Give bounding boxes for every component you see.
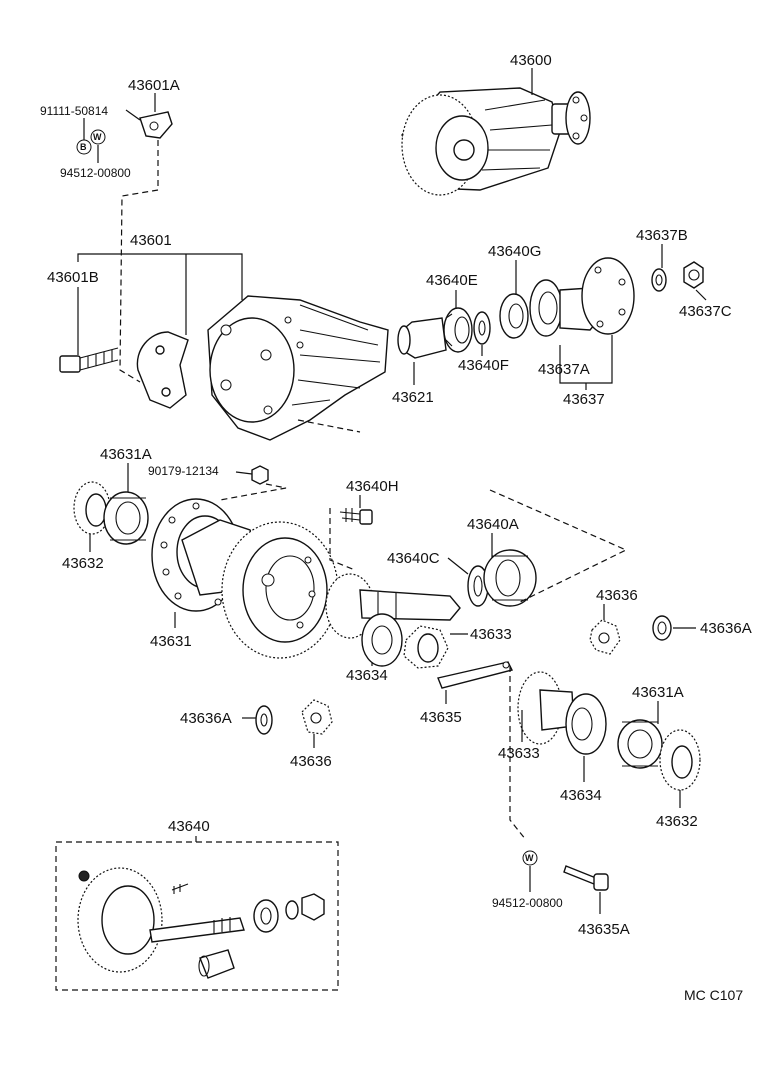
bolt-mark-icon bbox=[76, 139, 92, 155]
bolt-mark-letter: B bbox=[80, 142, 87, 152]
label-43631A-right: 43631A bbox=[632, 684, 684, 701]
bracket-43601A bbox=[139, 111, 173, 139]
label-43640C: 43640C bbox=[387, 550, 440, 567]
bearing-cup-43631A-left bbox=[103, 491, 149, 545]
label-43633-bottom: 43633 bbox=[498, 745, 540, 762]
diagram-code: MC C107 bbox=[684, 987, 743, 1003]
side-gear-43633-bottom bbox=[517, 671, 575, 745]
thrust-washer-43634-left bbox=[361, 613, 403, 667]
label-43632-right: 43632 bbox=[656, 813, 698, 830]
bearing-43640A bbox=[483, 549, 537, 607]
label-43640E: 43640E bbox=[426, 272, 478, 289]
nut-43637C bbox=[683, 261, 704, 289]
oil-seal-43640G bbox=[499, 293, 529, 339]
label-43631A-left: 43631A bbox=[100, 446, 152, 463]
pinion-shaft-43635 bbox=[437, 661, 514, 689]
pinion-gear-43636-right bbox=[589, 619, 621, 655]
bearing-cup-43631A-right bbox=[617, 719, 663, 769]
washer-43637B bbox=[651, 268, 667, 292]
lock-pin-43635A bbox=[563, 865, 609, 891]
drive-pinion bbox=[325, 573, 461, 639]
washer-mark-bottom-letter: W bbox=[525, 853, 534, 863]
kit-43640-box bbox=[55, 841, 339, 991]
pinion-gear-43636-left bbox=[301, 699, 333, 735]
bearing-cone-43632-right bbox=[659, 729, 701, 791]
washer-mark-icon bbox=[90, 129, 106, 145]
label-43636-right: 43636 bbox=[596, 587, 638, 604]
label-43637C: 43637C bbox=[679, 303, 732, 320]
washer-mark-letter: W bbox=[93, 132, 102, 142]
label-43640A: 43640A bbox=[467, 516, 519, 533]
label-43631: 43631 bbox=[150, 633, 192, 650]
spacer-43640F bbox=[473, 311, 491, 345]
ring-gear bbox=[221, 521, 339, 659]
label-43601: 43601 bbox=[130, 232, 172, 249]
label-43601B: 43601B bbox=[47, 269, 99, 286]
label-43636A-left: 43636A bbox=[180, 710, 232, 727]
thrust-washer-43636A-left bbox=[255, 705, 273, 735]
thrust-washer-43636A-right bbox=[652, 615, 672, 641]
label-43634-right: 43634 bbox=[560, 787, 602, 804]
differential-housing bbox=[207, 295, 389, 441]
label-43640F: 43640F bbox=[458, 357, 509, 374]
label-91111-50814: 91111-50814 bbox=[40, 104, 108, 118]
bearing-cone-43632-left bbox=[73, 481, 111, 535]
label-43634-left: 43634 bbox=[346, 667, 388, 684]
label-43640H: 43640H bbox=[346, 478, 399, 495]
bearing-cap-43601 bbox=[136, 331, 189, 409]
thrust-washer-43634-right bbox=[565, 693, 607, 755]
label-43601A-top: 43601A bbox=[128, 77, 180, 94]
differential-carrier-assembly bbox=[401, 87, 591, 196]
label-43640: 43640 bbox=[168, 818, 210, 835]
label-43637A: 43637A bbox=[538, 361, 590, 378]
label-43640G: 43640G bbox=[488, 243, 541, 260]
label-43635A: 43635A bbox=[578, 921, 630, 938]
companion-flange-43637A bbox=[529, 257, 635, 337]
label-94512-00800-bottom: 94512-00800 bbox=[492, 896, 563, 910]
label-43636A-right: 43636A bbox=[700, 620, 752, 637]
label-94512-00800-top: 94512-00800 bbox=[60, 166, 131, 180]
nut-90179-12134 bbox=[251, 465, 269, 485]
bolt-43640H bbox=[339, 508, 373, 525]
label-43637B: 43637B bbox=[636, 227, 688, 244]
label-90179-12134: 90179-12134 bbox=[148, 464, 219, 478]
label-43621: 43621 bbox=[392, 389, 434, 406]
washer-mark-bottom-icon bbox=[522, 850, 538, 866]
label-43632-left: 43632 bbox=[62, 555, 104, 572]
collapsible-spacer-43621 bbox=[397, 317, 447, 359]
label-43633-top: 43633 bbox=[470, 626, 512, 643]
label-43636-left: 43636 bbox=[290, 753, 332, 770]
bolt-43601B bbox=[59, 347, 119, 373]
bearing-43640E bbox=[443, 307, 473, 353]
side-gear-43633-top bbox=[403, 625, 449, 669]
label-43600: 43600 bbox=[510, 52, 552, 69]
label-43637: 43637 bbox=[563, 391, 605, 408]
kit-43640-parts bbox=[77, 867, 325, 979]
label-43635: 43635 bbox=[420, 709, 462, 726]
